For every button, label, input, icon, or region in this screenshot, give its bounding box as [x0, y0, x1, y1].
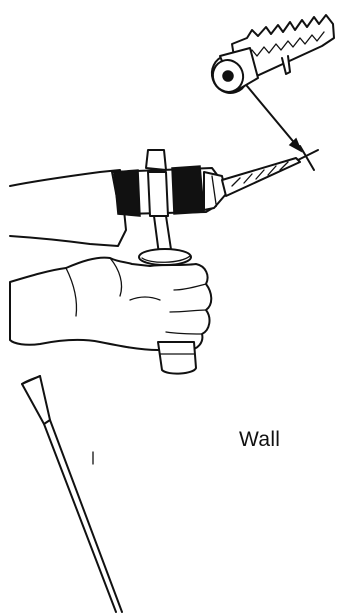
arm-sleeve [9, 169, 127, 247]
gloved-hand [9, 256, 213, 351]
wall-label: Wall [239, 428, 281, 451]
hammer-drill-icon [111, 149, 301, 266]
power-cord [21, 375, 123, 613]
drill-handle-grip [157, 341, 197, 375]
wall-anchor-icon [210, 14, 335, 94]
insert-arrow [246, 85, 303, 153]
